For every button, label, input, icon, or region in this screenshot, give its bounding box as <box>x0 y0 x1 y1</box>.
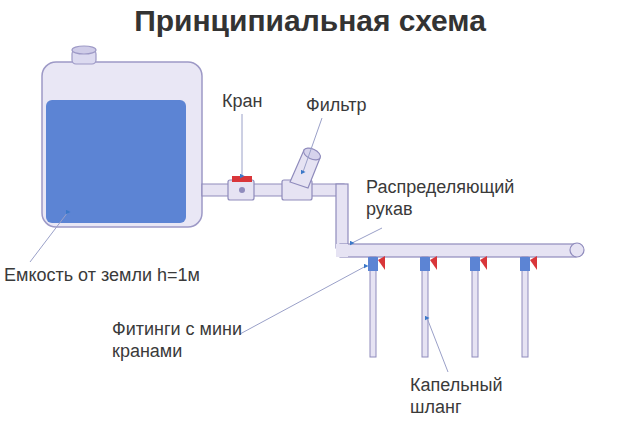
part-label: Фитинги с мини кранами <box>112 318 262 362</box>
part-label: Емкость от земли h=1м <box>4 264 244 286</box>
supply-pipe <box>202 184 348 248</box>
part-label: Распределяющий рукав <box>366 176 526 220</box>
leader-lines <box>30 114 448 372</box>
part-label: Фильтр <box>306 94 416 116</box>
water-tank <box>42 46 202 227</box>
part-label: Капельный шланг <box>410 374 530 418</box>
drip-lines <box>368 256 537 357</box>
valve <box>228 176 254 200</box>
filter <box>282 146 322 200</box>
distribution-hose <box>336 243 584 257</box>
part-label: Кран <box>222 90 312 112</box>
diagram-title: Принципиальная схема <box>0 4 620 38</box>
